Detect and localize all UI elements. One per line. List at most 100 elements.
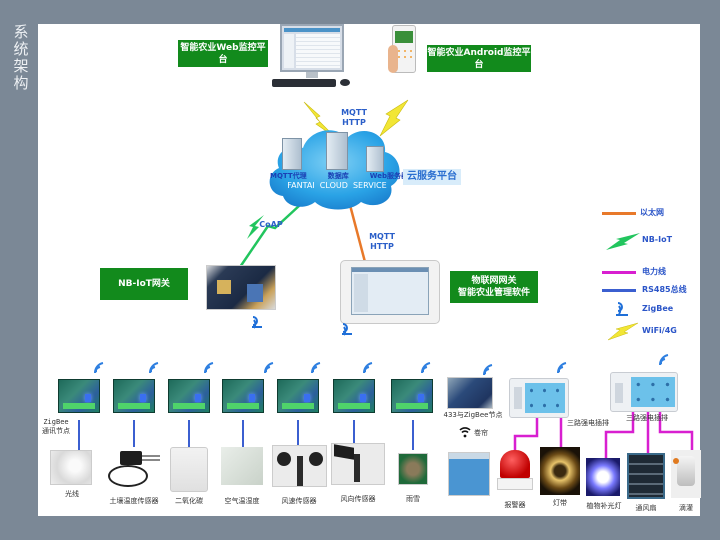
ethernet-link-line — [348, 204, 367, 263]
legend-label: WiFi/4G — [642, 326, 677, 335]
actuator-label: 通风扇 — [635, 504, 657, 512]
nbiot-link-line — [236, 204, 301, 271]
zigbee-node-board — [168, 379, 210, 413]
zigbee-node-label-line: ZigBee — [43, 418, 69, 426]
zigbee-node-label: ZigBee 通讯节点 — [39, 418, 73, 436]
sensor-label: 风速传感器 — [281, 497, 317, 505]
legend-label: ZigBee — [642, 304, 674, 313]
zigbee-icon — [342, 323, 352, 336]
mqtt-server-icon — [282, 138, 302, 170]
nbiot-legend-icon — [606, 233, 640, 250]
mqtt-broker-label: MQTT代理 — [270, 172, 307, 180]
actuator-label: 滴灌 — [679, 504, 693, 512]
light-sensor-image — [50, 450, 92, 485]
zigbee-signal-icon — [93, 362, 104, 374]
power-legend-swatch — [602, 271, 636, 274]
iot-gateway-label-line: 物联网网关 — [471, 276, 517, 286]
cloud-platform-label: 云服务平台 — [403, 169, 461, 185]
coap-label: CoAP — [256, 220, 286, 230]
tablet-protocol-label: MQTT HTTP — [362, 232, 402, 252]
tablet-image — [340, 260, 440, 324]
zigbee-legend-icon — [616, 302, 628, 316]
database-server-icon — [326, 132, 348, 170]
cloud-server-labels: MQTT代理 数据库 Web服务器 — [270, 171, 420, 181]
web-server-label: Web服务器 — [369, 172, 408, 180]
led-strip-image — [540, 447, 580, 495]
power-line — [658, 412, 694, 450]
sensor-label: 土壤温度传感器 — [109, 497, 159, 505]
wifi-4g-lightning-icon — [379, 99, 409, 137]
protocol-http: HTTP — [342, 118, 366, 127]
protocol-mqtt: MQTT — [369, 232, 395, 241]
433-zigbee-node-label: 433与ZigBee节点 — [443, 411, 503, 419]
curtain-image — [448, 452, 490, 496]
slide-title-char: 系 — [13, 23, 29, 41]
ventilation-fan-image — [627, 453, 665, 499]
zigbee-node-board — [391, 379, 433, 413]
coap-text: CoAP — [259, 220, 283, 229]
zigbee-node-label-line: 通讯节点 — [42, 427, 70, 435]
power-line — [513, 418, 539, 455]
zigbee-node-board — [58, 379, 100, 413]
slide-title: 系统架构 — [12, 24, 30, 92]
cloud-service-name: FANTAI CLOUD SERVICE — [287, 181, 387, 190]
cloud-protocol-label: MQTT HTTP — [334, 108, 374, 128]
slide-title-char: 统 — [13, 40, 29, 58]
web-server-icon — [366, 146, 384, 172]
zigbee-signal-icon — [310, 362, 321, 374]
zigbee-signal-icon — [203, 362, 214, 374]
android-platform-label: 智能农业Android监控平台 — [427, 45, 531, 72]
zigbee-signal-icon — [263, 362, 274, 374]
433-zigbee-node-image — [447, 377, 493, 409]
soil-sensor-image — [106, 447, 162, 487]
nbiot-gateway-label: NB-IoT网关 — [100, 268, 188, 300]
zigbee-node-board — [222, 379, 264, 413]
rain-snow-sensor-image — [398, 453, 428, 485]
legend-label: RS485总线 — [642, 285, 687, 294]
sensor-label: 风向传感器 — [340, 495, 376, 503]
wifi-icon — [459, 427, 471, 438]
nbiot-lightning-icon — [247, 215, 264, 239]
zigbee-node-board — [113, 379, 155, 413]
power-strip-label: 三路强电插排 — [626, 414, 668, 422]
power-line — [604, 412, 635, 460]
protocol-mqtt: MQTT — [341, 108, 367, 117]
protocol-http: HTTP — [370, 242, 394, 251]
drip-irrigation-pump-image — [671, 450, 701, 498]
nbiot-gateway-device-image — [206, 265, 276, 310]
rs485-legend-swatch — [602, 289, 636, 292]
zigbee-node-board — [277, 379, 319, 413]
monitor-image — [272, 24, 352, 88]
sensor-label: 光线 — [65, 490, 79, 498]
database-label: 数据库 — [327, 172, 349, 180]
iot-gateway-label-line: 智能农业管理软件 — [457, 288, 530, 298]
zigbee-signal-icon — [482, 364, 493, 376]
web-platform-label: 智能农业Web监控平台 — [178, 40, 268, 67]
co2-sensor-image — [170, 447, 208, 492]
wind-speed-sensor-image — [272, 445, 327, 487]
wifi-legend-icon — [607, 322, 639, 341]
zigbee-signal-icon — [658, 354, 669, 366]
phone-image — [388, 25, 420, 85]
slide-title-char: 构 — [13, 74, 29, 92]
zigbee-signal-icon — [420, 362, 431, 374]
slide-title-char: 架 — [13, 57, 29, 75]
air-temp-humidity-sensor-image — [221, 447, 263, 485]
power-strip-image — [610, 372, 678, 412]
iot-gateway-label: 物联网网关 智能农业管理软件 — [450, 271, 538, 303]
sensor-label: 雨雪 — [406, 495, 420, 503]
curtain-label: 卷帘 — [474, 429, 488, 437]
sensor-label: 二氧化碳 — [175, 497, 203, 505]
legend-label: NB-IoT — [642, 235, 673, 244]
ethernet-legend-swatch — [602, 212, 636, 215]
power-strip-image — [509, 378, 569, 418]
power-strip-label: 三路强电插排 — [567, 419, 609, 427]
actuator-label: 报警器 — [504, 501, 526, 509]
zigbee-signal-icon — [556, 362, 567, 374]
legend: 以太网 NB-IoT 电力线 RS485总线 ZigBee WiFi/4G — [600, 205, 700, 345]
zigbee-signal-icon — [148, 362, 159, 374]
zigbee-icon — [252, 316, 262, 329]
wind-direction-sensor-image — [331, 443, 385, 485]
alarm-image — [497, 450, 533, 495]
actuator-label: 灯带 — [553, 499, 567, 507]
